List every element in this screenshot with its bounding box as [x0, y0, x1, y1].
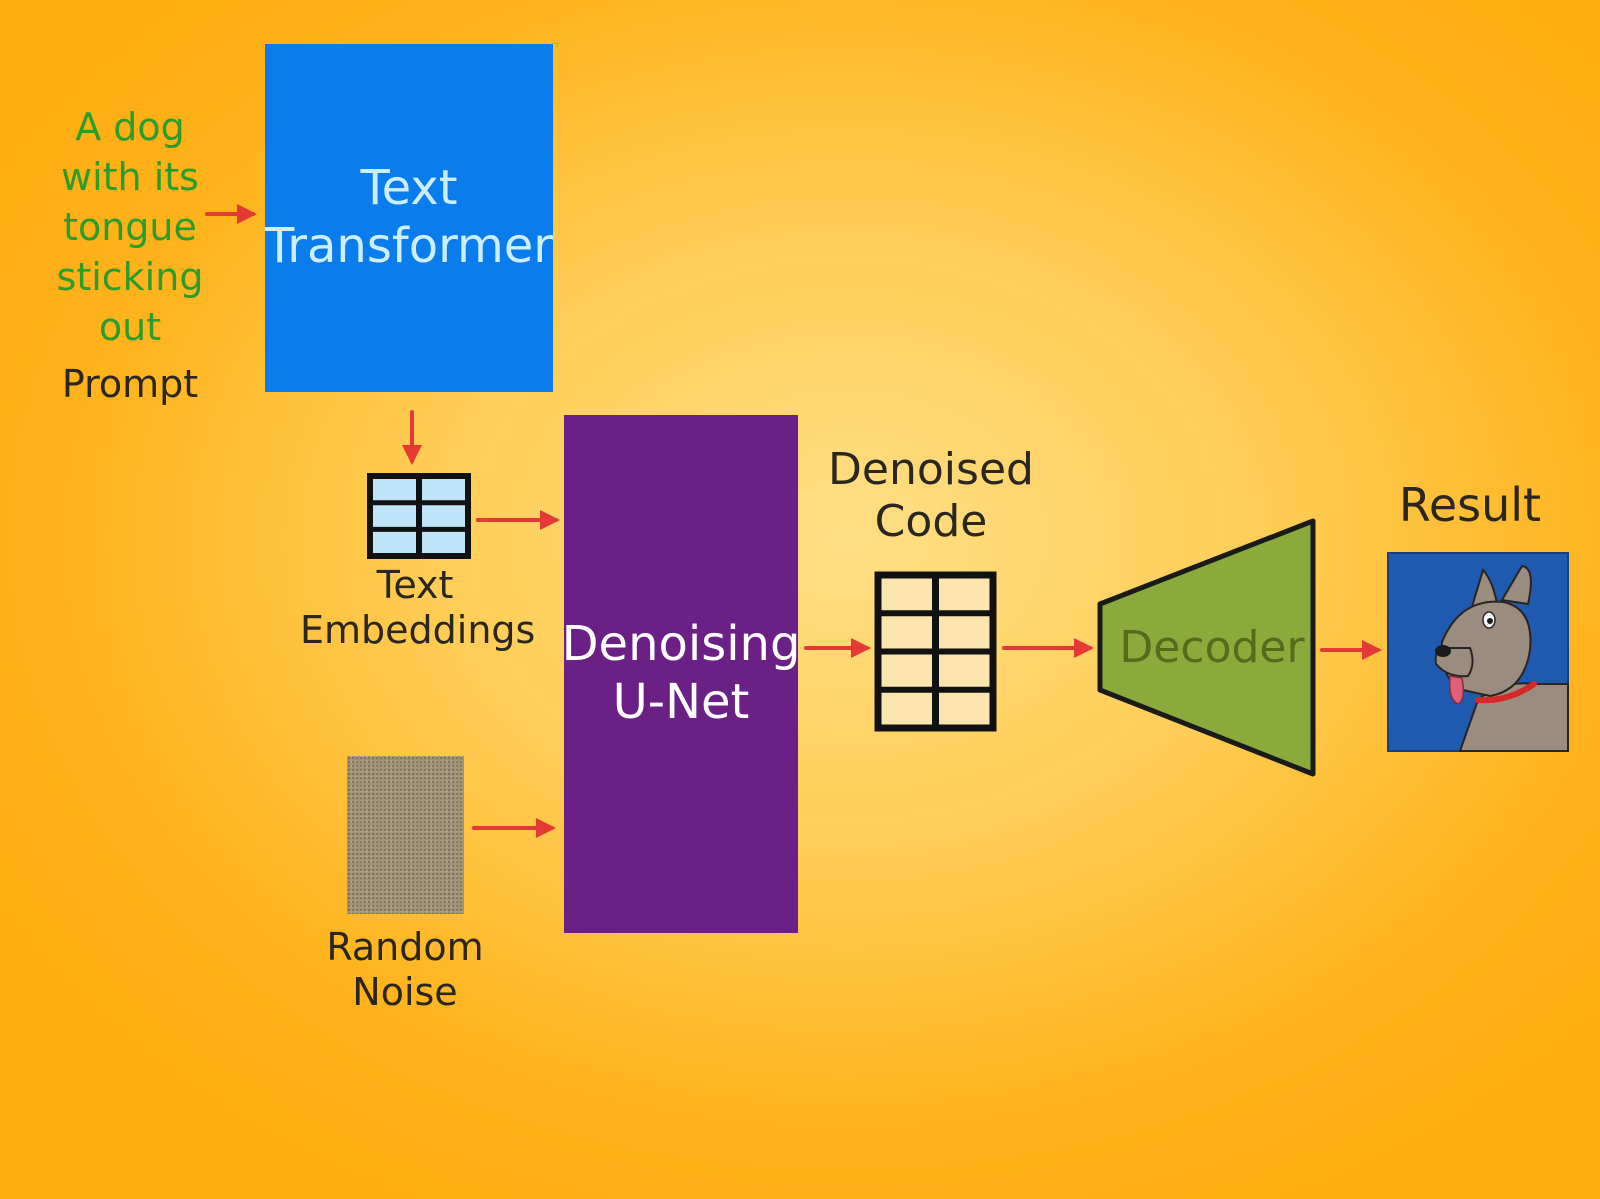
denoised-code-grid [874, 571, 997, 732]
prompt-caption: Prompt [61, 362, 199, 406]
prompt-line: A dog [75, 105, 185, 149]
denoised-code-label: Denoised Code [820, 444, 1042, 548]
decoder-title: Decoder [1119, 622, 1305, 673]
decoder-trapezoid [1097, 518, 1316, 777]
text-embeddings-grid [367, 473, 471, 559]
prompt-line: tongue [63, 205, 197, 249]
prompt-line: with its [61, 155, 199, 199]
flow-arrows [205, 204, 1382, 838]
denoising-unet-block: Denoising U-Net [561, 415, 801, 933]
denoised-code-label-line2: Code [874, 495, 988, 547]
text-transformer-title: Text Transformer [264, 160, 554, 274]
result-label: Result [1398, 478, 1542, 532]
prompt-text: A dog with its tongue sticking out [40, 102, 220, 352]
text-embeddings-label-line2: Embeddings [300, 607, 536, 652]
prompt-line: sticking [56, 255, 204, 299]
dog-illustration [1434, 564, 1569, 752]
prompt-line: out [98, 305, 162, 349]
result-image [1387, 552, 1569, 752]
random-noise-label-line1: Random [326, 925, 484, 969]
random-noise-label: Random Noise [300, 925, 510, 1015]
text-embeddings-label: Text Embeddings [300, 563, 536, 653]
random-noise-label-line2: Noise [352, 969, 458, 1014]
denoised-code-label-line1: Denoised [828, 444, 1034, 495]
text-embeddings-label-line1: Text [376, 563, 454, 607]
denoising-unet-title: Denoising U-Net [561, 616, 801, 730]
text-transformer-block: Text Transformer [265, 44, 553, 392]
random-noise-image [347, 756, 464, 914]
